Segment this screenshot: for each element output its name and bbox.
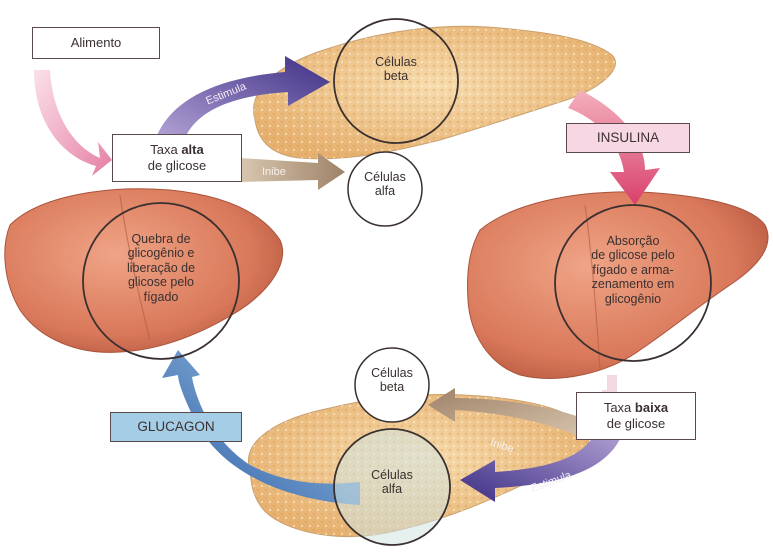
alfa-bottom-line-1: Células <box>352 468 432 482</box>
beta-bottom-line-1: Células <box>352 366 432 380</box>
liver-left-line-1: Quebra de <box>103 232 219 246</box>
beta-top-line-1: Células <box>356 55 436 69</box>
beta-cells-top-label: Células beta <box>356 55 436 84</box>
high-glucose-suffix: de glicose <box>148 158 207 173</box>
liver-right-line-5: glicogênio <box>575 292 691 306</box>
liver-left-line-5: fígado <box>103 290 219 304</box>
alfa-top-line-2: alfa <box>345 184 425 198</box>
insulina-box: INSULINA <box>566 123 690 153</box>
high-glucose-box: Taxa alta de glicose <box>112 134 242 182</box>
glucagon-box: GLUCAGON <box>110 412 242 442</box>
high-glucose-prefix: Taxa <box>150 142 181 157</box>
alfa-cells-bottom-label: Células alfa <box>352 468 432 497</box>
liver-left-line-2: glicogênio e <box>103 246 219 260</box>
insulina-label: INSULINA <box>597 130 659 146</box>
beta-bottom-line-2: beta <box>352 380 432 394</box>
liver-right-line-3: fígado e arma- <box>575 263 691 277</box>
low-glucose-box: Taxa baixa de glicose <box>576 392 696 440</box>
inibe-top-label: Inibe <box>262 166 286 178</box>
glucagon-label: GLUCAGON <box>137 419 214 435</box>
liver-right-line-1: Absorção <box>575 234 691 248</box>
alfa-bottom-line-2: alfa <box>352 482 432 496</box>
liver-right-label: Absorção de glicose pelo fígado e arma- … <box>575 234 691 306</box>
liver-left-line-3: liberação de <box>103 261 219 275</box>
alimento-box: Alimento <box>32 27 160 59</box>
liver-right-line-2: de glicose pelo <box>575 248 691 262</box>
liver-right-line-4: zenamento em <box>575 277 691 291</box>
low-glucose-emphasis: baixa <box>635 400 668 415</box>
low-glucose-suffix: de glicose <box>607 416 666 431</box>
liver-left-line-4: glicose pelo <box>103 275 219 289</box>
beta-top-line-2: beta <box>356 69 436 83</box>
high-glucose-emphasis: alta <box>181 142 203 157</box>
liver-left-label: Quebra de glicogênio e liberação de glic… <box>103 232 219 304</box>
low-glucose-prefix: Taxa <box>604 400 635 415</box>
beta-cells-bottom-label: Células beta <box>352 366 432 395</box>
alfa-cells-top-label: Células alfa <box>345 170 425 199</box>
alfa-top-line-1: Células <box>345 170 425 184</box>
alimento-label: Alimento <box>71 35 122 51</box>
alimento-arrow <box>34 70 112 176</box>
